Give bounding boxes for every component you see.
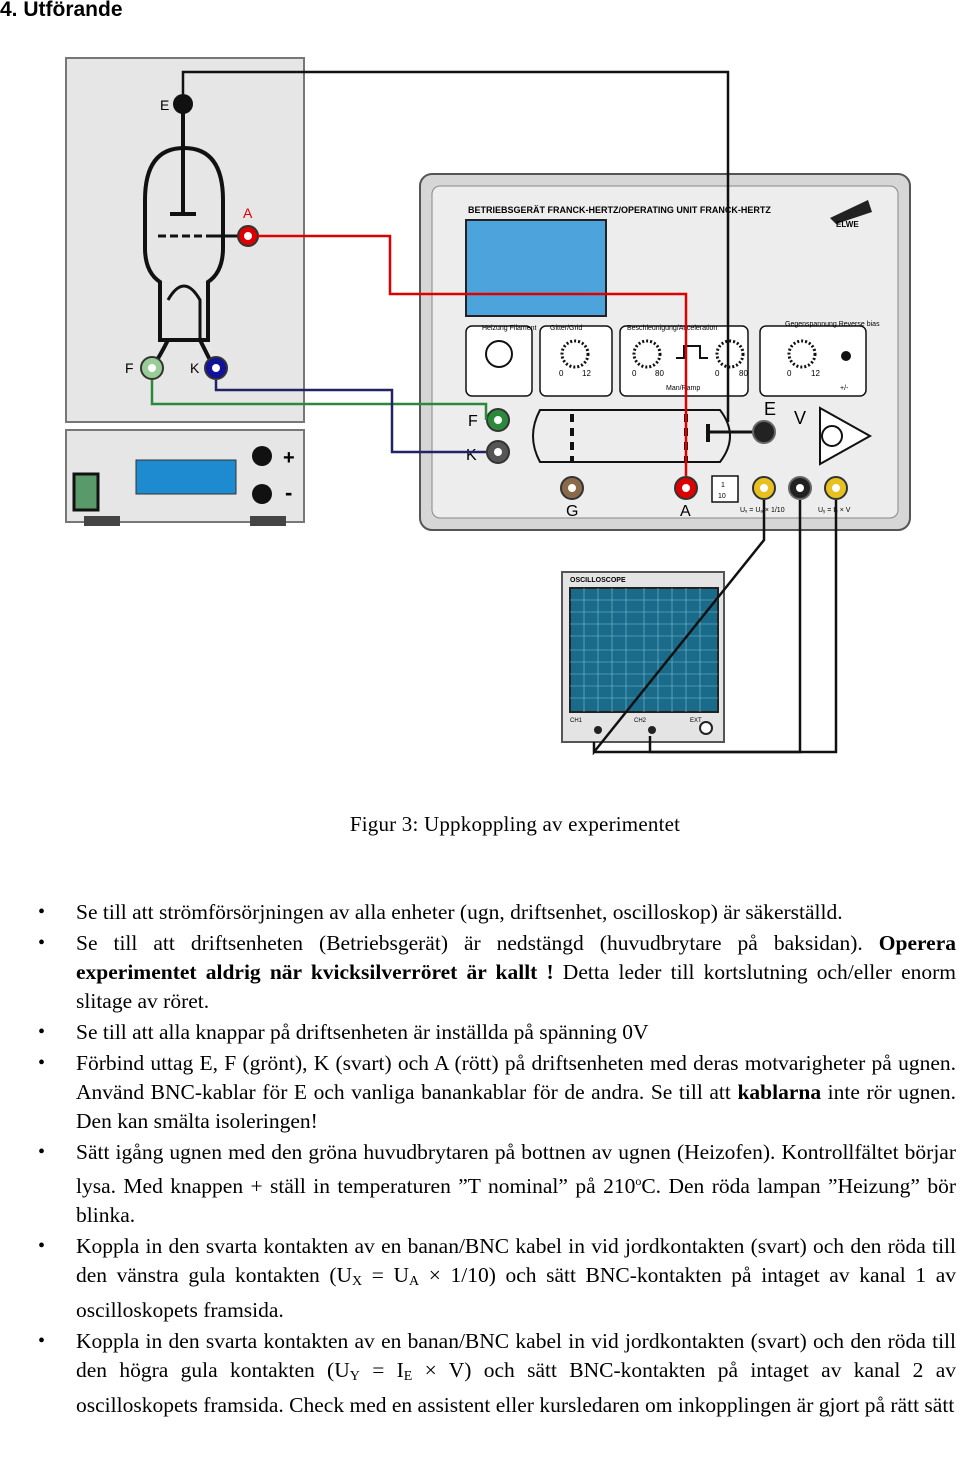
uy-label: Uᵧ = Iₑ × V: [818, 507, 851, 514]
ratio-bottom: 10: [718, 493, 726, 500]
furnace: + - E A F K: [65, 57, 305, 526]
furnace-label-k: K: [190, 360, 200, 376]
list-item: Förbind uttag E, F (grönt), K (svart) oc…: [0, 1049, 960, 1136]
unit-label-a: A: [680, 503, 691, 520]
bnc-socket-e[interactable]: [752, 420, 776, 444]
unit-label-f: F: [468, 413, 478, 430]
unit-label-e: E: [764, 399, 776, 419]
figure-caption: Figur 3: Uppkoppling av experimentet: [349, 812, 681, 836]
knob-beschl[interactable]: [632, 339, 662, 369]
emphasis-text: kablarna: [737, 1080, 822, 1104]
list-item: Se till att alla knappar på driftsenhete…: [0, 1018, 960, 1047]
range-r1: 0: [559, 369, 564, 378]
plusminus-label: +/-: [840, 385, 849, 392]
ux-label: Uₓ = Uₐ × 1/10: [740, 507, 785, 514]
range-r3: 0: [632, 369, 637, 378]
unit-label-k: K: [466, 447, 477, 464]
knob-label-beschl: Beschleunigung/Acceleration: [627, 325, 717, 332]
knob-label-heizung: Heizung Filament: [482, 325, 537, 332]
unit-label-g: G: [566, 503, 578, 520]
osc-ch2: CH2: [634, 718, 647, 724]
power-switch: [72, 472, 100, 512]
section-heading: 4. Utförande: [0, 0, 123, 21]
knob-gitter[interactable]: [560, 339, 590, 369]
range-r6: 80: [739, 369, 748, 378]
osc-title: OSCILLOSCOPE: [570, 577, 626, 584]
supply-minus-label: -: [285, 480, 292, 505]
warning-text: Operera experimentet aldrig när kvicksil…: [76, 931, 956, 984]
knob-beschl-2[interactable]: [715, 339, 745, 369]
setup-figure: + - E A F K BETRIEBSGERÄT FRANCK-HERTZ/O…: [65, 57, 911, 756]
furnace-label-f: F: [125, 360, 134, 376]
supply-plus-label: +: [283, 447, 295, 469]
furnace-label-a: A: [243, 205, 253, 221]
range-r4: 80: [655, 369, 664, 378]
man-ramp-label: Man/Ramp: [666, 385, 700, 392]
operating-unit: BETRIEBSGERÄT FRANCK-HERTZ/OPERATING UNI…: [419, 173, 911, 531]
unit-title: BETRIEBSGERÄT FRANCK-HERTZ/OPERATING UNI…: [468, 205, 771, 215]
list-item: Koppla in den svarta kontakten av en ban…: [0, 1327, 960, 1420]
range-r7: 0: [787, 369, 792, 378]
list-item: Se till att driftsenheten (Betriebsgerät…: [0, 929, 960, 1016]
instruction-list: Se till att strömförsörjningen av alla e…: [0, 898, 960, 1422]
range-r5: 0: [715, 369, 720, 378]
unit-logo-text: ELWE: [836, 220, 859, 229]
plus-button: [252, 446, 272, 466]
osc-ch1: CH1: [570, 718, 583, 724]
unit-label-v: V: [794, 408, 806, 428]
list-item: Se till att strömförsörjningen av alla e…: [0, 898, 960, 927]
knob-label-gegen: Gegenspannung Reverse bias: [785, 321, 880, 328]
minus-button: [252, 484, 272, 504]
knob-heizung[interactable]: [485, 340, 513, 368]
oscilloscope: OSCILLOSCOPE CH1 CH2 EXT: [561, 571, 725, 743]
knob-gegen[interactable]: [787, 339, 817, 369]
furnace-display: [135, 459, 237, 495]
range-r8: 12: [811, 369, 820, 378]
list-item: Sätt igång ugnen med den gröna huvudbryt…: [0, 1138, 960, 1230]
osc-ext: EXT: [690, 718, 702, 724]
furnace-label-e: E: [160, 97, 169, 113]
list-item: Koppla in den svarta kontakten av en ban…: [0, 1232, 960, 1325]
ratio-top: 1: [721, 482, 725, 489]
range-r2: 12: [582, 369, 591, 378]
knob-label-gitter: Gitter/Grid: [550, 325, 582, 332]
unit-display: [465, 219, 607, 317]
